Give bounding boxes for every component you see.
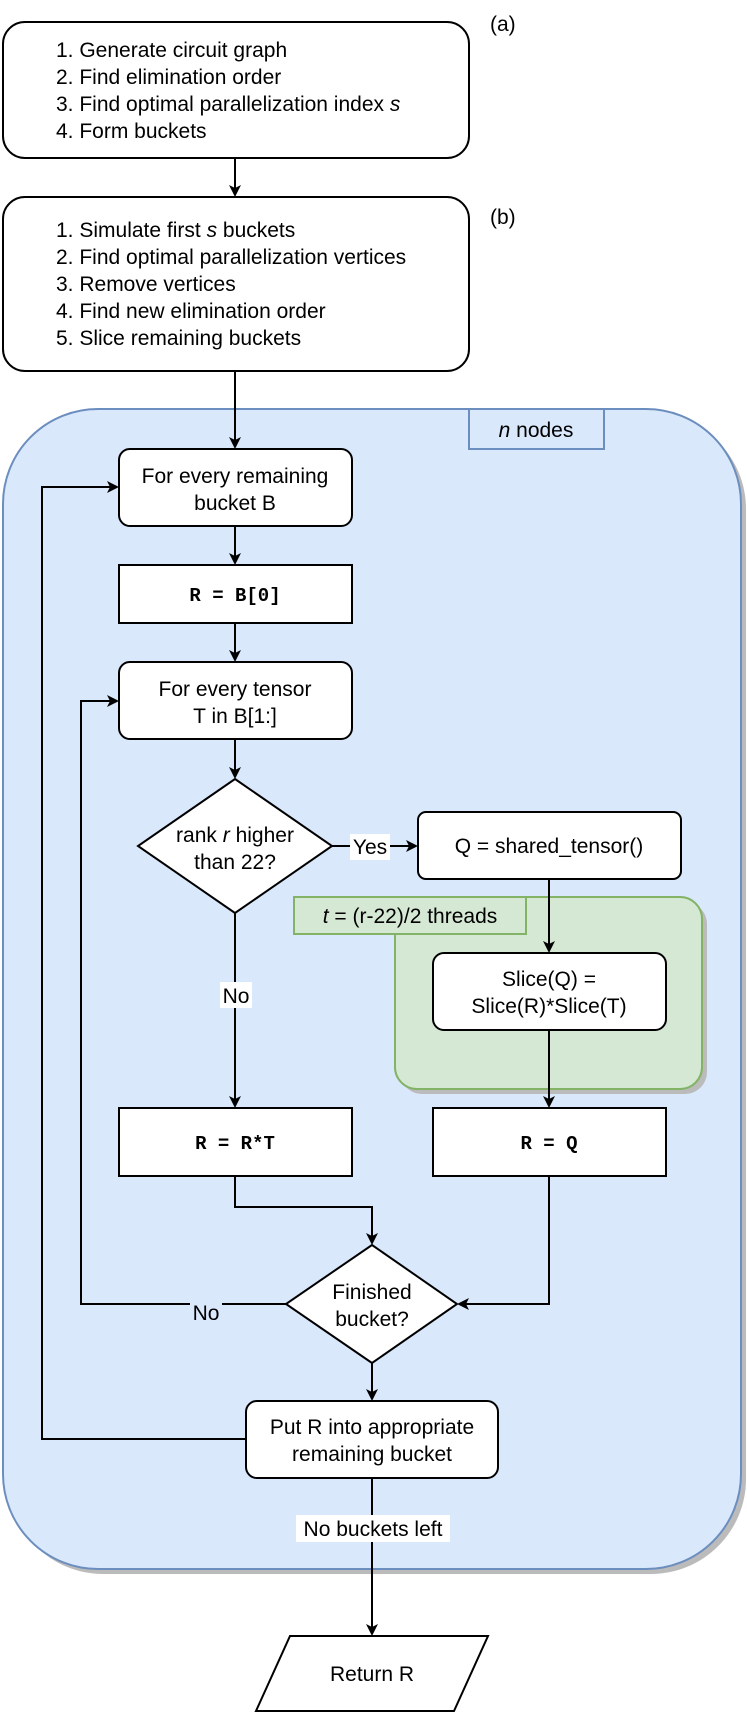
svg-text:R = Q: R = Q bbox=[520, 1133, 577, 1155]
finished-decision: Finished bucket? bbox=[284, 1243, 459, 1365]
shared-tensor-box: Q = shared_tensor() bbox=[417, 811, 682, 880]
label-b: (b) bbox=[490, 206, 516, 229]
svg-text:R = R*T: R = R*T bbox=[195, 1133, 275, 1155]
box-a-line-3: 3. Find optimal parallelization index s bbox=[56, 93, 401, 116]
threads-label: t = (r-22)/2 threads bbox=[293, 896, 527, 935]
connectors bbox=[41, 158, 555, 1636]
box-b-line-2: 2. Find optimal parallelization vertices bbox=[56, 246, 406, 269]
loop-bucket-box: For every remaining bucket B bbox=[118, 448, 353, 527]
svg-text:Slice(R)*Slice(T): Slice(R)*Slice(T) bbox=[471, 995, 626, 1018]
edge-label-no: No bbox=[220, 982, 252, 1008]
label-a: (a) bbox=[490, 13, 516, 36]
edge-label-yes: Yes bbox=[350, 834, 390, 860]
slice-box: Slice(Q) = Slice(R)*Slice(T) bbox=[432, 952, 667, 1031]
edge-label-no-buckets: No buckets left bbox=[296, 1515, 450, 1542]
svg-text:n nodes: n nodes bbox=[499, 419, 574, 442]
threads-var: t bbox=[323, 905, 330, 928]
nodes-var: n bbox=[499, 419, 511, 442]
assign-r-box: R = B[0] bbox=[118, 564, 353, 624]
loop-tensor-box: For every tensor T in B[1:] bbox=[118, 661, 353, 740]
svg-text:rank r higher: rank r higher bbox=[176, 824, 294, 847]
rank-decision: rank r higher than 22? bbox=[136, 777, 334, 915]
nodes-text: nodes bbox=[510, 419, 573, 442]
svg-text:For every tensor: For every tensor bbox=[159, 678, 312, 701]
svg-text:R = B[0]: R = B[0] bbox=[189, 585, 280, 607]
box-b: 1. Simulate first s buckets 2. Find opti… bbox=[2, 196, 470, 372]
r-equals-q-box: R = Q bbox=[432, 1107, 667, 1177]
edge-label-no-finished: No bbox=[190, 1300, 222, 1326]
svg-text:Slice(Q) =: Slice(Q) = bbox=[502, 968, 596, 991]
threads-text: = (r-22)/2 threads bbox=[329, 905, 498, 928]
svg-text:Q = shared_tensor(): Q = shared_tensor() bbox=[455, 835, 644, 858]
svg-text:Return R: Return R bbox=[330, 1663, 414, 1686]
nodes-label: n nodes bbox=[468, 408, 605, 450]
svg-text:No buckets left: No buckets left bbox=[304, 1518, 443, 1541]
box-a-line-4: 4. Form buckets bbox=[56, 120, 207, 143]
svg-text:t = (r-22)/2 threads: t = (r-22)/2 threads bbox=[323, 905, 498, 928]
box-b-line-1: 1. Simulate first s buckets bbox=[56, 219, 295, 242]
svg-text:For every remaining: For every remaining bbox=[142, 465, 329, 488]
svg-text:No: No bbox=[223, 985, 250, 1008]
box-a-line-1: 1. Generate circuit graph bbox=[56, 39, 287, 62]
svg-text:Put R into appropriate: Put R into appropriate bbox=[270, 1416, 474, 1439]
r-times-t-box: R = R*T bbox=[118, 1107, 353, 1177]
box-a: 1. Generate circuit graph 2. Find elimin… bbox=[2, 21, 470, 159]
svg-text:Yes: Yes bbox=[353, 836, 387, 859]
svg-text:Finished: Finished bbox=[332, 1281, 411, 1304]
svg-text:bucket?: bucket? bbox=[335, 1308, 409, 1331]
svg-text:T in B[1:]: T in B[1:] bbox=[193, 705, 277, 728]
box-b-line-5: 5. Slice remaining buckets bbox=[56, 327, 301, 350]
return-r-box: Return R bbox=[254, 1635, 490, 1712]
box-b-line-3: 3. Remove vertices bbox=[56, 273, 236, 296]
svg-text:bucket B: bucket B bbox=[194, 492, 276, 515]
box-b-line-4: 4. Find new elimination order bbox=[56, 300, 326, 323]
put-r-box: Put R into appropriate remaining bucket bbox=[245, 1400, 499, 1479]
box-a-line-2: 2. Find elimination order bbox=[56, 66, 281, 89]
svg-text:remaining bucket: remaining bucket bbox=[292, 1443, 452, 1466]
svg-text:No: No bbox=[193, 1302, 220, 1325]
svg-text:than 22?: than 22? bbox=[194, 851, 276, 874]
